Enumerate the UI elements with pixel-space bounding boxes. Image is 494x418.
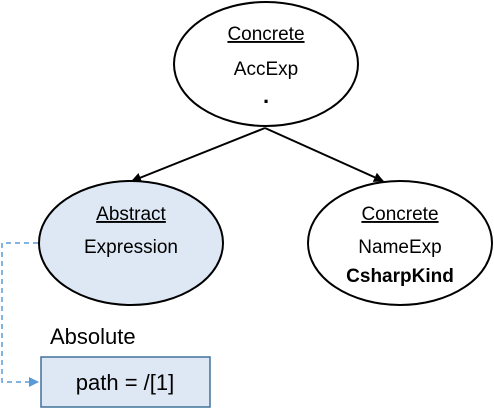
node-right: Concrete NameExp CsharpKind <box>307 180 493 306</box>
path-heading: Absolute <box>50 324 136 349</box>
node-right-kind: Concrete <box>361 204 438 225</box>
node-root-name: AccExp <box>234 59 298 80</box>
path-box-text: path = /[1] <box>76 370 174 395</box>
node-right-detail: CsharpKind <box>346 266 454 287</box>
node-root-shape <box>173 1 359 127</box>
edge-root-to-left <box>131 127 266 183</box>
node-root-kind: Concrete <box>227 24 304 45</box>
node-root: Concrete AccExp . <box>173 1 359 127</box>
node-left: Abstract Expression <box>38 180 224 306</box>
path-box: path = /[1] <box>40 356 211 408</box>
path-box-shape <box>40 356 211 408</box>
edge-root-to-right <box>264 127 384 182</box>
node-left-kind: Abstract <box>96 204 166 225</box>
node-right-shape <box>307 180 493 306</box>
node-root-detail: . <box>263 83 269 108</box>
node-right-name: NameExp <box>358 237 441 258</box>
node-left-shape <box>38 180 224 306</box>
path-connector <box>1 242 39 387</box>
node-left-name: Expression <box>84 237 178 258</box>
